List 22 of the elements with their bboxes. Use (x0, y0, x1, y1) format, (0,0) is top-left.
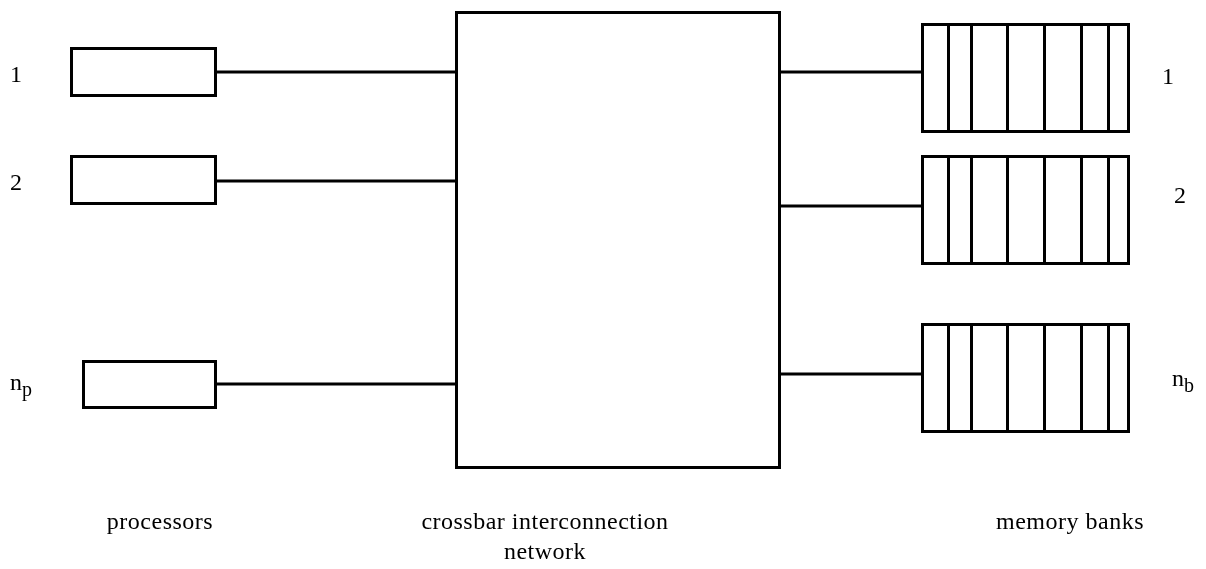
processor-box (82, 360, 217, 409)
group-caption: memory banks (995, 507, 1145, 536)
memory-bank (921, 23, 1130, 133)
connector-line (217, 382, 455, 386)
connector-line (217, 179, 455, 183)
group-caption: crossbar interconnection network (420, 507, 670, 566)
connector-line (781, 70, 921, 74)
index-label: 1 (1162, 64, 1174, 88)
processor-box (70, 155, 217, 205)
connector-line (781, 372, 921, 376)
memory-bank (921, 155, 1130, 265)
index-label: 1 (10, 62, 22, 86)
memory-bank (921, 323, 1130, 433)
group-caption: processors (105, 507, 215, 536)
connector-line (217, 70, 455, 74)
index-label: n$_{b}$ (1172, 366, 1194, 395)
index-label: 2 (10, 170, 22, 194)
index-label: 2 (1174, 183, 1186, 207)
index-label: n$_{p}$ (10, 370, 32, 399)
connector-line (781, 204, 921, 208)
processor-box (70, 47, 217, 97)
crossbar-box (455, 11, 781, 469)
